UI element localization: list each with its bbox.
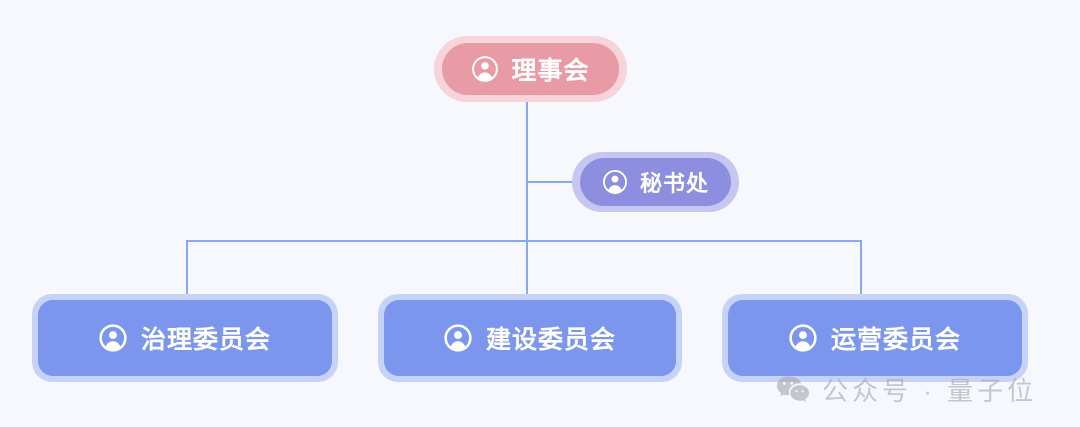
connector-drop-committee-2 <box>526 240 528 294</box>
node-construction-committee[interactable]: 建设委员会 <box>378 294 682 382</box>
node-operations-committee-inner: 运营委员会 <box>728 300 1022 376</box>
node-secretariat-label: 秘书处 <box>639 171 709 196</box>
connector-secretariat-branch <box>526 181 574 183</box>
node-governance-committee-inner: 治理委员会 <box>38 300 332 376</box>
node-board-of-directors[interactable]: 理事会 <box>434 36 627 102</box>
node-governance-committee-label: 治理委员会 <box>140 326 271 354</box>
node-operations-committee-label: 运营委员会 <box>830 326 961 354</box>
person-circle-icon <box>603 170 627 194</box>
connector-drop-committee-3 <box>860 240 862 294</box>
connector-distribution-bar <box>186 240 862 242</box>
person-circle-icon <box>444 324 472 352</box>
connector-root-trunk <box>526 102 528 242</box>
node-construction-committee-label: 建设委员会 <box>485 326 616 354</box>
person-circle-icon <box>99 324 127 352</box>
node-construction-committee-inner: 建设委员会 <box>384 300 676 376</box>
person-circle-icon <box>789 324 817 352</box>
node-board-of-directors-inner: 理事会 <box>442 43 619 95</box>
node-board-of-directors-label: 理事会 <box>511 57 590 85</box>
node-operations-committee[interactable]: 运营委员会 <box>722 294 1028 382</box>
connector-drop-committee-1 <box>186 240 188 294</box>
node-secretariat-inner: 秘书处 <box>580 158 731 206</box>
person-circle-icon <box>472 56 499 82</box>
node-secretariat[interactable]: 秘书处 <box>572 152 739 212</box>
node-governance-committee[interactable]: 治理委员会 <box>32 294 338 382</box>
